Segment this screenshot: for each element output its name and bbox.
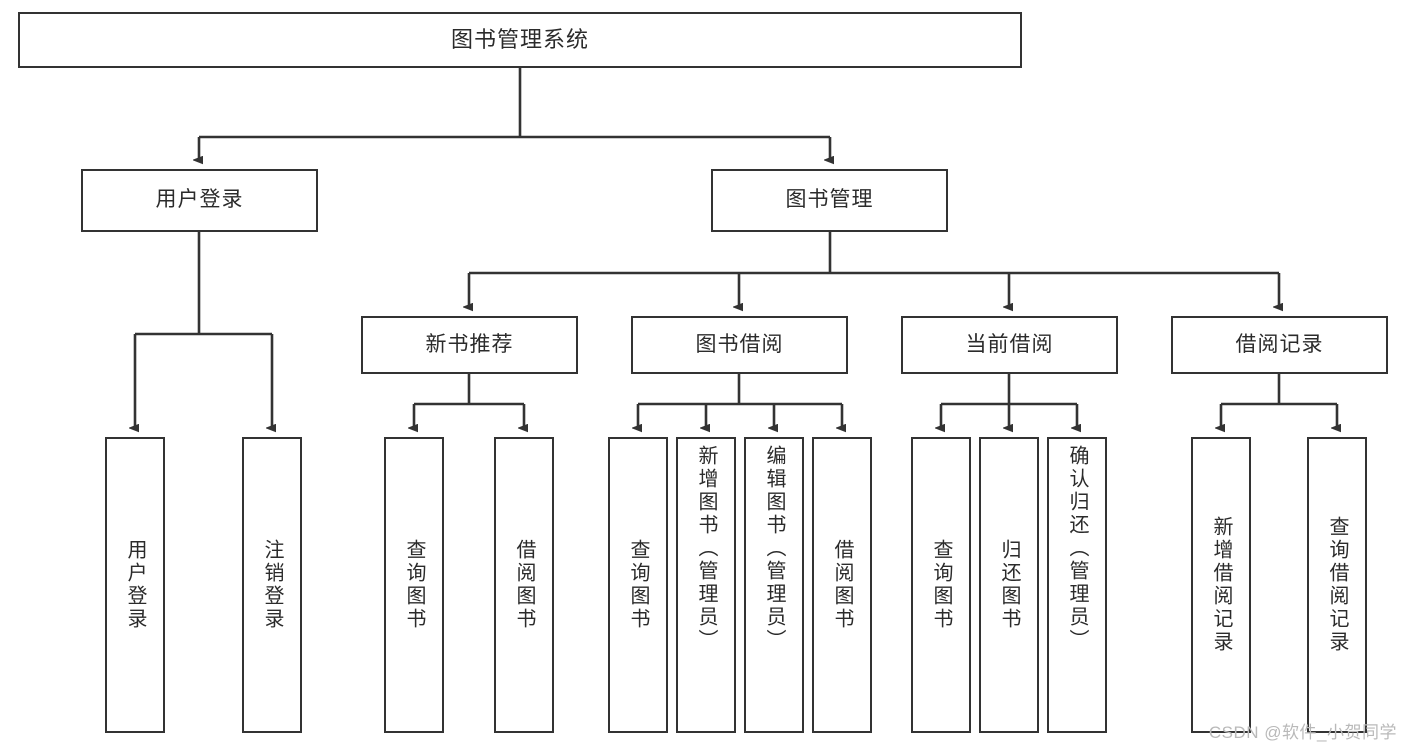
node-root-label: 图书管理系统 — [450, 27, 589, 53]
node-leaf-query-book-3-label: 查询图书 — [930, 539, 952, 631]
node-leaf-user-logout-label: 注销登录 — [261, 539, 283, 631]
node-leaf-confirm-return-label: 确认归还（管理员） — [1066, 445, 1088, 652]
node-borrow-record[interactable]: 借阅记录 — [1171, 316, 1388, 374]
node-borrow-record-label: 借阅记录 — [1235, 332, 1324, 356]
node-current-borrow[interactable]: 当前借阅 — [901, 316, 1118, 374]
node-leaf-query-book-2[interactable]: 查询图书 — [608, 437, 668, 733]
node-leaf-add-record-label: 新增借阅记录 — [1210, 516, 1232, 654]
node-leaf-add-record[interactable]: 新增借阅记录 — [1191, 437, 1251, 733]
node-leaf-query-book-2-label: 查询图书 — [627, 539, 649, 631]
node-current-borrow-label: 当前借阅 — [965, 332, 1054, 356]
node-leaf-add-book[interactable]: 新增图书（管理员） — [676, 437, 736, 733]
node-new-book-rec-label: 新书推荐 — [425, 332, 514, 356]
watermark: CSDN @软件_小贺同学 — [1208, 723, 1397, 742]
node-leaf-edit-book-label: 编辑图书（管理员） — [763, 445, 785, 652]
node-leaf-query-book-3[interactable]: 查询图书 — [911, 437, 971, 733]
node-leaf-user-logout[interactable]: 注销登录 — [242, 437, 302, 733]
node-leaf-query-book-1[interactable]: 查询图书 — [384, 437, 444, 733]
node-leaf-borrow-book-1-label: 借阅图书 — [513, 539, 535, 631]
node-book-borrow-label: 图书借阅 — [695, 332, 784, 356]
node-leaf-query-book-1-label: 查询图书 — [403, 539, 425, 631]
node-book-mgmt-label: 图书管理 — [785, 188, 874, 212]
node-leaf-user-login[interactable]: 用户登录 — [105, 437, 165, 733]
node-leaf-return-book[interactable]: 归还图书 — [979, 437, 1039, 733]
node-leaf-user-login-label: 用户登录 — [124, 539, 146, 631]
node-leaf-return-book-label: 归还图书 — [998, 539, 1020, 631]
node-leaf-add-book-label: 新增图书（管理员） — [695, 445, 717, 652]
node-root[interactable]: 图书管理系统 — [18, 12, 1022, 68]
node-new-book-rec[interactable]: 新书推荐 — [361, 316, 578, 374]
node-book-mgmt[interactable]: 图书管理 — [711, 169, 948, 232]
node-leaf-borrow-book-2-label: 借阅图书 — [831, 539, 853, 631]
node-leaf-edit-book[interactable]: 编辑图书（管理员） — [744, 437, 804, 733]
node-leaf-confirm-return[interactable]: 确认归还（管理员） — [1047, 437, 1107, 733]
node-leaf-query-record[interactable]: 查询借阅记录 — [1307, 437, 1367, 733]
node-leaf-borrow-book-2[interactable]: 借阅图书 — [812, 437, 872, 733]
node-leaf-borrow-book-1[interactable]: 借阅图书 — [494, 437, 554, 733]
node-user-login[interactable]: 用户登录 — [81, 169, 318, 232]
node-user-login-label: 用户登录 — [155, 188, 244, 212]
node-book-borrow[interactable]: 图书借阅 — [631, 316, 848, 374]
node-leaf-query-record-label: 查询借阅记录 — [1326, 516, 1348, 654]
